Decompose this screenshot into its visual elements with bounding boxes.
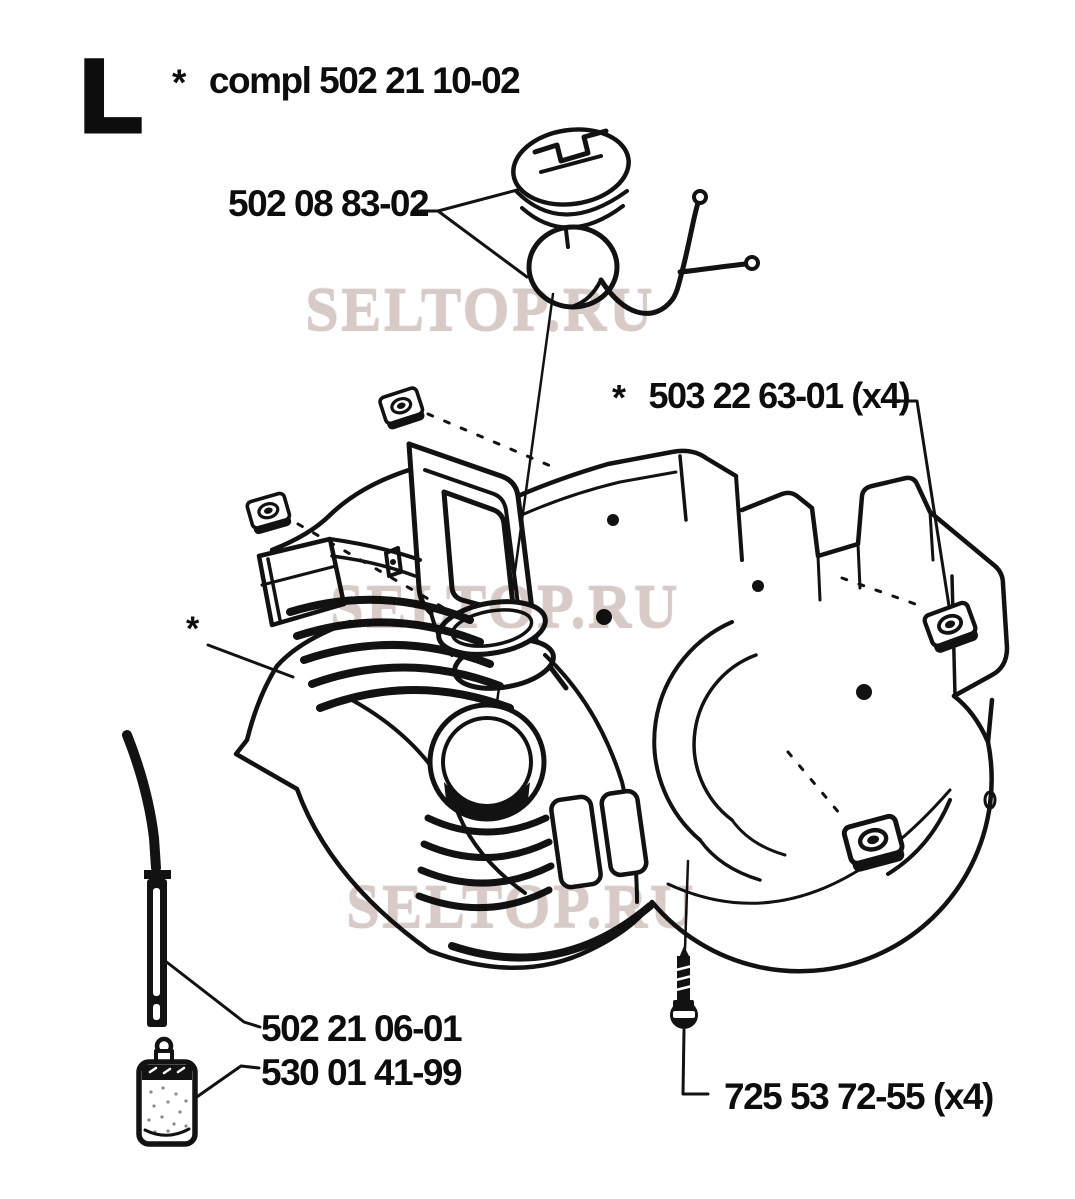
watermark-middle: SELTOP.RU	[330, 575, 680, 642]
tank-marker-leader	[206, 643, 295, 679]
nut-bottom-dashed-leader	[786, 750, 847, 822]
assembly-label: * compl 502 21 10-02	[172, 60, 521, 103]
fuel-filter-drawing	[136, 1036, 198, 1147]
fuel-line-label-leader	[162, 958, 262, 1029]
mount-bracket	[739, 475, 1010, 699]
fuel-line-drawing	[122, 730, 171, 1027]
filler-threads	[415, 814, 555, 912]
fuel-cap-leader	[411, 187, 529, 279]
tether-loop-top	[692, 189, 708, 205]
assembly-label-text: compl 502 21 10-02	[208, 60, 521, 101]
fuel-cap-drawing	[511, 127, 631, 310]
clip-nut-label-text: 503 22 63-01 (x4)	[648, 375, 911, 416]
leader-lines	[162, 187, 951, 1103]
section-letter: L	[77, 39, 144, 153]
nut-left-dashed-leader	[296, 522, 460, 618]
fuel-line-label: 502 21 06-01	[261, 1008, 463, 1049]
screw-drawing	[670, 946, 698, 1029]
tether-loop-right	[744, 255, 760, 271]
cap-slot	[532, 128, 609, 164]
watermark-top: SELTOP.RU	[305, 278, 655, 345]
fuel-tank-drawing	[233, 441, 1010, 974]
clip-nut-label: * 503 22 63-01 (x4)	[612, 375, 911, 418]
watermark-bottom: SELTOP.RU	[346, 875, 696, 942]
assembly-marker: *	[172, 62, 186, 103]
clip-nut-marker: *	[612, 377, 626, 418]
clip-nut-label-leader	[891, 399, 951, 608]
clip-nut-top	[376, 385, 428, 433]
clip-nut-right	[923, 601, 979, 654]
nut-right-dashed-leader	[840, 576, 920, 607]
fuel-tank-marker: *	[186, 610, 200, 648]
filter-stipple	[147, 1086, 188, 1134]
tether-cord-drawing	[572, 189, 760, 316]
grip-ribs	[286, 595, 514, 712]
tank-silhouette	[233, 619, 995, 974]
screw-quantity: (x4)	[933, 1076, 994, 1117]
screw-label-leader	[681, 1028, 710, 1096]
fuel-filter-label: 530 01 41-99	[261, 1052, 463, 1093]
fuel-filter-label-leader	[189, 1064, 261, 1103]
clip-nut-bottom	[843, 815, 906, 873]
screw-label: 725 53 72-55	[724, 1076, 926, 1117]
nut-top-dashed-leader	[426, 412, 555, 469]
fuel-cap-label: 502 08 83-02	[228, 183, 430, 224]
clip-nut-left	[244, 490, 295, 538]
